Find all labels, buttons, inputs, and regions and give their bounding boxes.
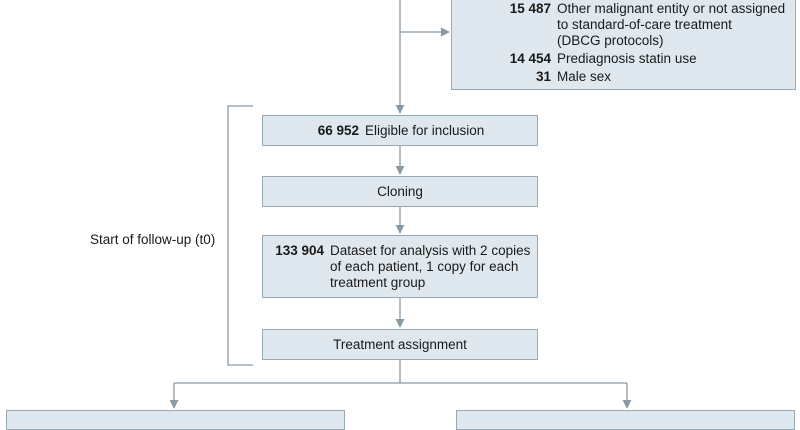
- treatment-text: Treatment assignment: [333, 336, 467, 352]
- cloning-box: Cloning: [262, 176, 538, 207]
- dataset-text-line: of each patient, 1 copy for each: [330, 259, 519, 274]
- dataset-text: Dataset for analysis with 2 copies of ea…: [330, 243, 530, 291]
- exclusion-count: 31: [535, 69, 551, 84]
- cloning-text: Cloning: [377, 183, 423, 199]
- eligible-count: 66 952: [317, 123, 359, 138]
- eligible-text: Eligible for inclusion: [365, 123, 485, 138]
- dataset-count: 133 904: [275, 243, 324, 258]
- dataset-row: 133 904 Dataset for analysis with 2 copi…: [263, 243, 537, 291]
- exclusion-text: Prediagnosis statin use: [557, 51, 697, 66]
- group-box-right: [456, 410, 795, 430]
- dataset-text-line: Dataset for analysis with 2 copies: [330, 243, 531, 258]
- exclusion-item-male-sex: 31 Male sex: [452, 69, 787, 85]
- follow-up-label: Start of follow-up (t0): [90, 232, 216, 247]
- treatment-box: Treatment assignment: [262, 329, 538, 360]
- exclusion-text-line: (DBCG protocols): [557, 33, 664, 48]
- flow-connectors: [169, 0, 632, 409]
- exclusion-box: 15 487 Other malignant entity or not ass…: [451, 0, 796, 90]
- follow-up-bracket: [227, 105, 253, 366]
- exclusion-count: 15 487: [509, 1, 551, 16]
- dataset-text-line: treatment group: [330, 275, 426, 290]
- exclusion-item-statin: 14 454 Prediagnosis statin use: [452, 51, 787, 67]
- exclusion-item-other-malignant: 15 487 Other malignant entity or not ass…: [452, 1, 787, 49]
- group-box-left: [6, 410, 345, 430]
- exclusion-text-line: to standard-of-care treatment: [557, 17, 732, 32]
- exclusion-text: Male sex: [557, 69, 612, 84]
- exclusion-text: Other malignant entity or not assigned t…: [557, 1, 785, 49]
- exclusion-text-line: Other malignant entity or not assigned: [557, 1, 786, 16]
- dataset-box: 133 904 Dataset for analysis with 2 copi…: [262, 235, 538, 298]
- eligible-row: 66 952 Eligible for inclusion: [263, 123, 537, 139]
- eligible-box: 66 952 Eligible for inclusion: [262, 115, 538, 146]
- exclusion-count: 14 454: [509, 51, 551, 66]
